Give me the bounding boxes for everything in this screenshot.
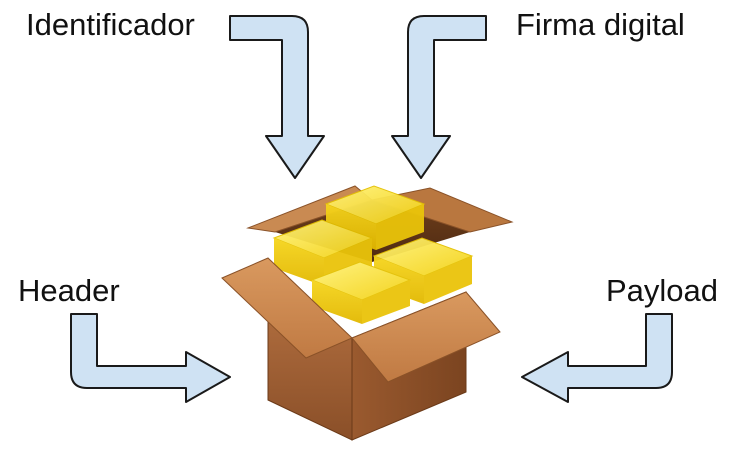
label-identificador: Identificador [26, 7, 195, 42]
label-firma-digital: Firma digital [516, 7, 685, 42]
package-box-icon [221, 185, 514, 441]
arrow-header-icon [70, 313, 231, 403]
arrow-payload-icon [521, 313, 673, 403]
arrow-identificador-icon [229, 15, 325, 179]
label-payload: Payload [606, 273, 719, 308]
cubes-icon [272, 185, 474, 324]
arrow-firma-digital-icon [391, 15, 487, 179]
label-header: Header [18, 273, 120, 308]
